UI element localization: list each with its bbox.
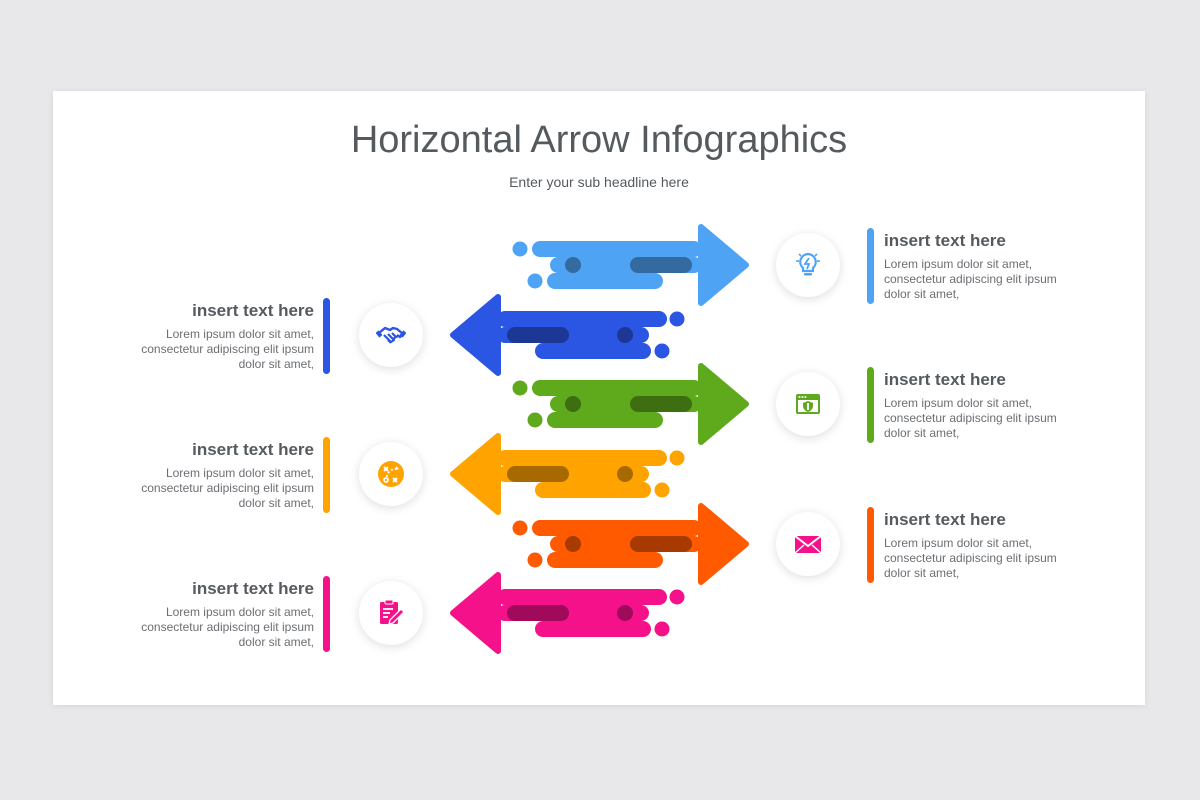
text-block-5: insert text here Lorem ipsum dolor sit a… — [884, 510, 1084, 581]
arrow-shade — [507, 327, 569, 343]
accent-bar-6 — [323, 576, 330, 652]
accent-bar-4 — [323, 437, 330, 513]
arrow-shade — [617, 466, 633, 482]
edit-document-icon — [380, 599, 405, 625]
arrow-streak — [547, 552, 663, 568]
arrow-shade — [630, 536, 692, 552]
text-block-body: Lorem ipsum dolor sit amet, consectetur … — [884, 257, 1057, 301]
arrow-streak — [532, 520, 702, 536]
text-block-1: insert text here Lorem ipsum dolor sit a… — [884, 231, 1084, 302]
handshake-icon — [376, 326, 406, 344]
arrow-streak — [497, 605, 649, 621]
arrow-streak — [532, 241, 702, 257]
text-block-body: Lorem ipsum dolor sit amet, consectetur … — [141, 327, 314, 371]
lightbulb-icon — [796, 252, 820, 276]
arrow-head — [698, 363, 749, 445]
arrow-shade — [630, 396, 692, 412]
arrow-streak — [497, 450, 667, 466]
arrow-streak — [535, 343, 651, 359]
arrow-head — [698, 224, 749, 306]
arrow-tail-dot — [527, 273, 543, 289]
arrow-streak — [547, 412, 663, 428]
text-block-2: insert text here Lorem ipsum dolor sit a… — [114, 301, 314, 372]
arrow-tail-dot — [654, 621, 670, 637]
arrow-tail-dot — [512, 520, 528, 536]
arrow-tail-dot — [669, 311, 685, 327]
envelope-icon-circle — [776, 512, 840, 576]
text-block-6: insert text here Lorem ipsum dolor sit a… — [114, 579, 314, 650]
text-block-4: insert text here Lorem ipsum dolor sit a… — [114, 440, 314, 511]
strategy-icon-circle — [359, 442, 423, 506]
arrow-tail-dot — [527, 552, 543, 568]
text-block-body: Lorem ipsum dolor sit amet, consectetur … — [884, 536, 1057, 580]
arrow-streak — [532, 380, 702, 396]
text-block-body: Lorem ipsum dolor sit amet, consectetur … — [141, 605, 314, 649]
arrow-tail-dot — [669, 450, 685, 466]
edit-document-icon-circle — [359, 581, 423, 645]
slide-subtitle: Enter your sub headline here — [509, 174, 689, 190]
browser-shield-icon — [796, 394, 820, 414]
arrow-shade — [617, 327, 633, 343]
arrow-streak — [550, 536, 702, 552]
slide: Horizontal Arrow Infographics Enter your… — [53, 91, 1145, 705]
arrow-shade — [565, 396, 581, 412]
arrow-tail-dot — [527, 412, 543, 428]
accent-bar-2 — [323, 298, 330, 374]
arrow-shade — [507, 605, 569, 621]
text-block-body: Lorem ipsum dolor sit amet, consectetur … — [141, 466, 314, 510]
arrow-tail-dot — [654, 482, 670, 498]
browser-shield-icon-circle — [776, 372, 840, 436]
envelope-icon — [794, 535, 822, 554]
strategy-icon — [378, 461, 404, 487]
arrow-head — [450, 294, 501, 376]
arrow-tail-dot — [654, 343, 670, 359]
text-block-heading: insert text here — [192, 579, 314, 598]
text-block-3: insert text here Lorem ipsum dolor sit a… — [884, 370, 1084, 441]
arrow-shade — [565, 536, 581, 552]
arrow-head — [698, 503, 749, 585]
arrow-shade — [630, 257, 692, 273]
arrow-streak — [497, 311, 667, 327]
text-block-heading: insert text here — [884, 231, 1006, 250]
text-block-heading: insert text here — [884, 510, 1006, 529]
arrow-shade — [507, 466, 569, 482]
slide-title: Horizontal Arrow Infographics — [350, 119, 848, 161]
arrow-streak — [497, 327, 649, 343]
text-block-heading: insert text here — [192, 301, 314, 320]
handshake-icon-circle — [359, 303, 423, 367]
arrow-head — [450, 572, 501, 654]
text-block-body: Lorem ipsum dolor sit amet, consectetur … — [884, 396, 1057, 440]
arrow-streak — [535, 482, 651, 498]
accent-bar-5 — [867, 507, 874, 583]
arrows-graphic — [450, 224, 749, 654]
arrow-shade — [565, 257, 581, 273]
arrow-tail-dot — [512, 241, 528, 257]
arrow-streak — [497, 466, 649, 482]
arrow-streak — [550, 257, 702, 273]
arrow-streak — [535, 621, 651, 637]
arrow-tail-dot — [512, 380, 528, 396]
arrow-streak — [550, 396, 702, 412]
accent-bar-3 — [867, 367, 874, 443]
arrow-shade — [617, 605, 633, 621]
accent-bar-1 — [867, 228, 874, 304]
text-block-heading: insert text here — [192, 440, 314, 459]
arrow-head — [450, 433, 501, 515]
arrow-streak — [497, 589, 667, 605]
lightbulb-icon-circle — [776, 233, 840, 297]
arrow-tail-dot — [669, 589, 685, 605]
text-block-heading: insert text here — [884, 370, 1006, 389]
arrow-streak — [547, 273, 663, 289]
